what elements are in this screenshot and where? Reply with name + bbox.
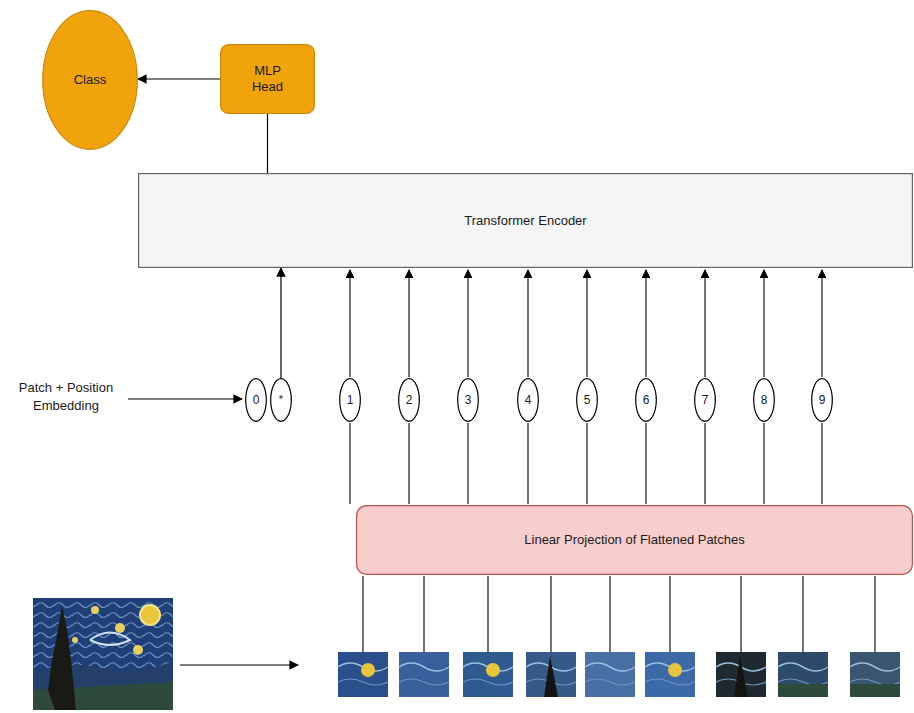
class-token-embedding: * xyxy=(270,378,292,422)
linear-projection: Linear Projection of Flattened Patches xyxy=(356,505,913,575)
position-embedding: 6 xyxy=(635,378,657,422)
position-embedding: 4 xyxy=(517,378,539,422)
label-arrow xyxy=(128,398,242,399)
node-text: Linear Projection of Flattened Patches xyxy=(524,532,744,548)
position-embedding: 9 xyxy=(811,378,833,422)
node-text: 2 xyxy=(406,393,413,407)
connector xyxy=(267,114,268,173)
node-text: MLP Head xyxy=(246,63,290,94)
node-text: Class xyxy=(74,72,107,88)
embedding-label: Patch + Position Embedding xyxy=(12,379,120,414)
node-text: 8 xyxy=(761,393,768,407)
position-embedding: 1 xyxy=(339,378,361,422)
position-embedding: 2 xyxy=(398,378,420,422)
node-text: 7 xyxy=(702,393,709,407)
node-text: 1 xyxy=(347,393,354,407)
image-patches xyxy=(338,652,900,697)
connector xyxy=(138,78,220,79)
transformer-encoder: Transformer Encoder xyxy=(138,173,913,268)
node-text: 4 xyxy=(525,393,532,407)
node-text: 3 xyxy=(465,393,472,407)
position-embedding: 0 xyxy=(245,378,267,422)
position-embedding: 8 xyxy=(753,378,775,422)
class-output: Class xyxy=(42,10,138,150)
position-embedding: 3 xyxy=(457,378,479,422)
starry-night-painting xyxy=(33,598,173,710)
node-text: 5 xyxy=(584,393,591,407)
position-embedding: 5 xyxy=(576,378,598,422)
wires xyxy=(350,270,875,652)
node-text: 9 xyxy=(819,393,826,407)
node-text: Transformer Encoder xyxy=(464,213,586,229)
node-text: * xyxy=(279,393,283,406)
node-text: 0 xyxy=(253,393,260,407)
connector xyxy=(280,268,281,378)
input-arrow xyxy=(180,664,298,665)
mlp-head: MLP Head xyxy=(220,44,315,114)
node-text: 6 xyxy=(643,393,650,407)
position-embedding: 7 xyxy=(694,378,716,422)
